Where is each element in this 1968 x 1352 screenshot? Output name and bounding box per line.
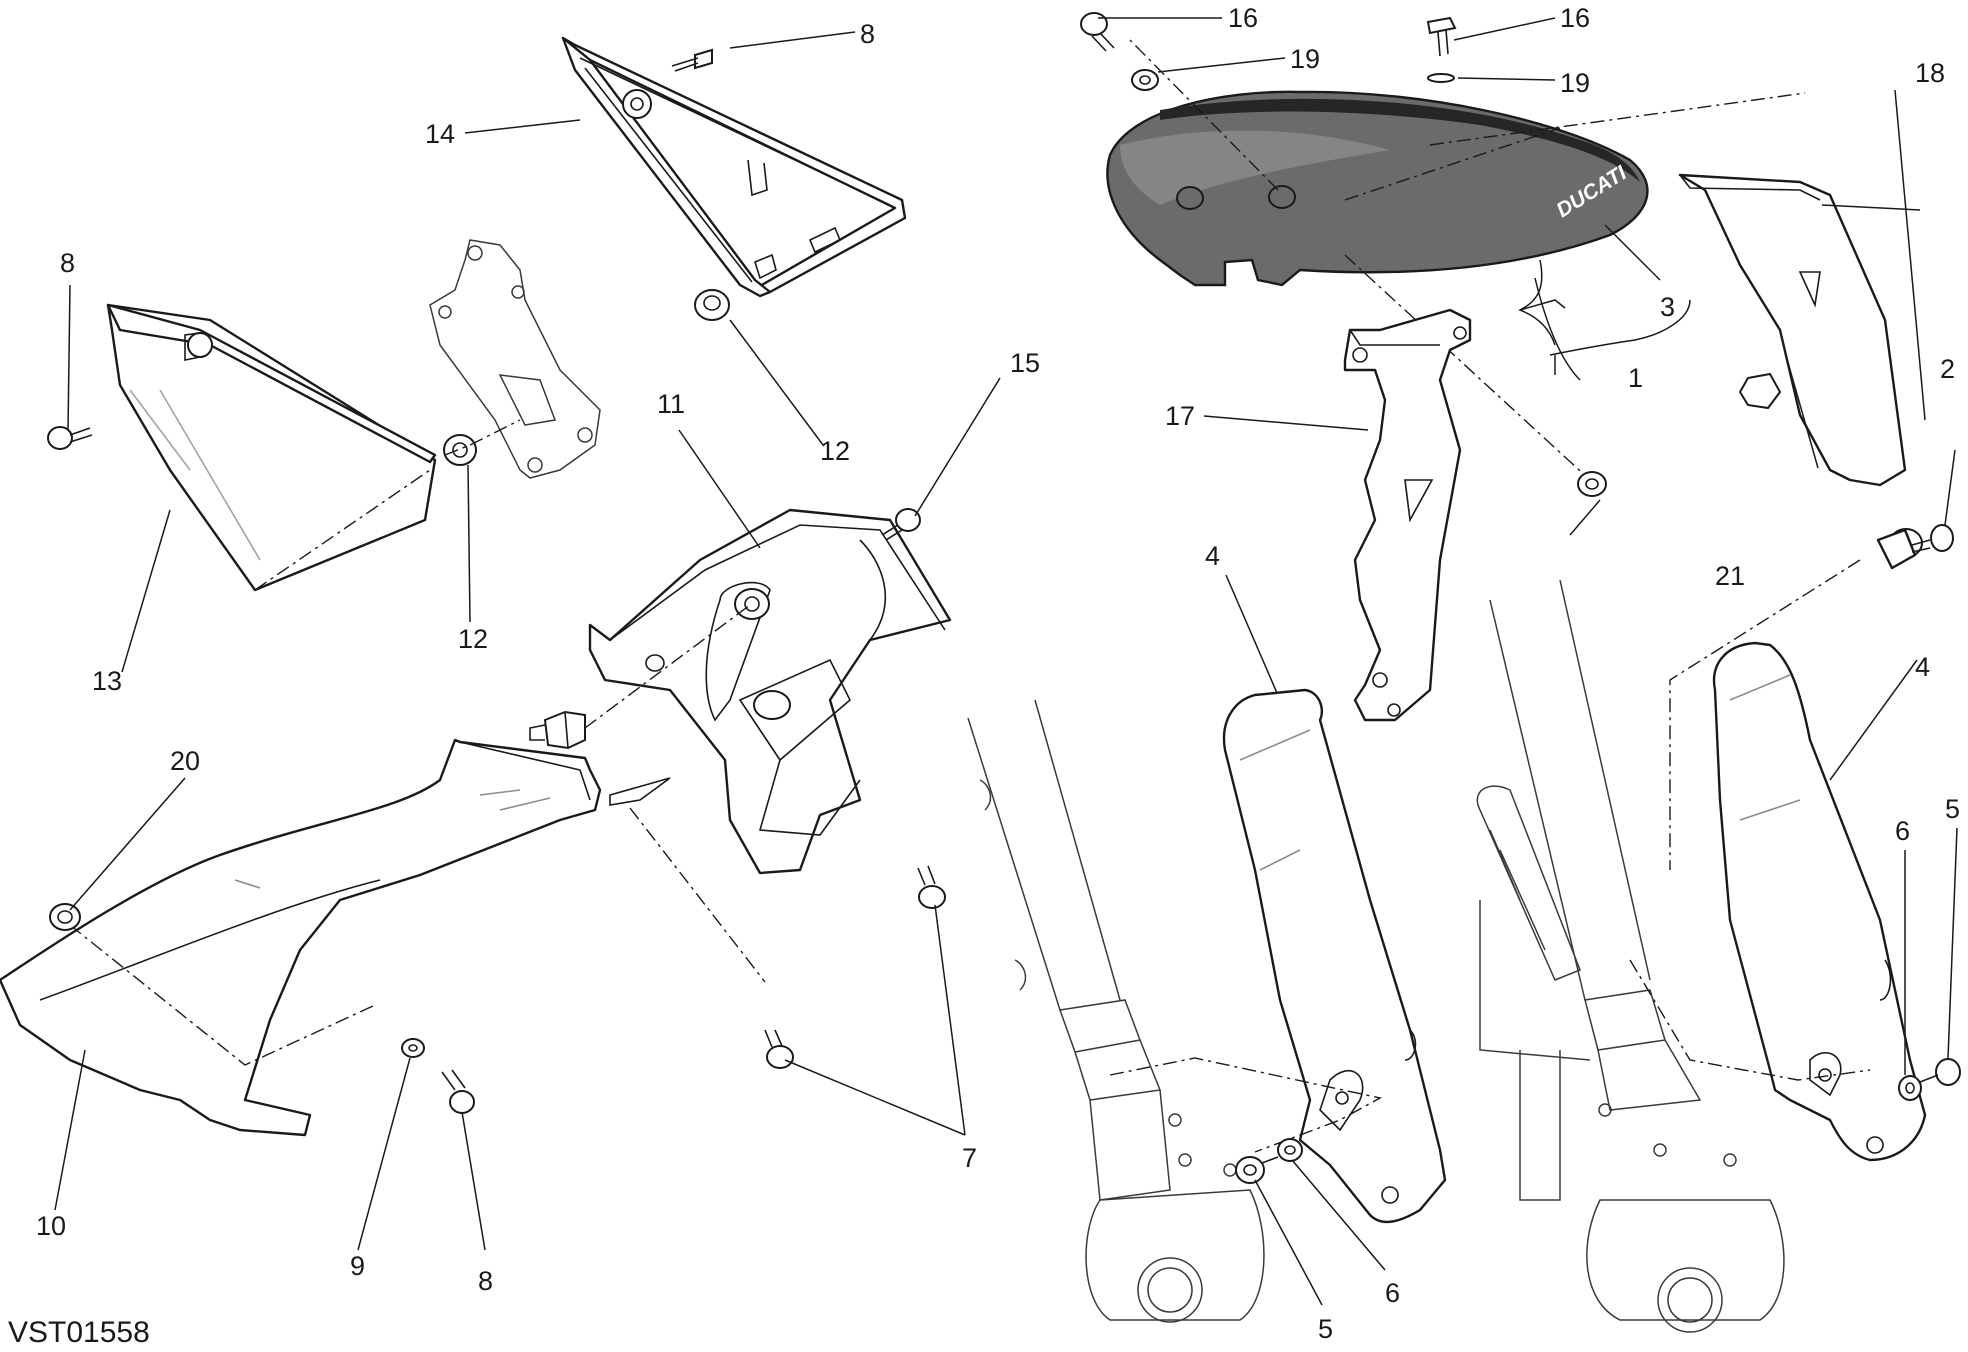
callout-16: 16	[1228, 3, 1258, 33]
screw-8-bottom	[441, 1069, 475, 1114]
spacer-part	[529, 604, 751, 750]
screw-8-top	[671, 48, 713, 72]
callout-1: 1	[1628, 363, 1643, 393]
callout-8: 8	[860, 19, 875, 49]
callout-10: 10	[36, 1211, 66, 1241]
part-21-nut-left	[1577, 471, 1607, 497]
callout-13: 13	[92, 666, 122, 696]
callout-3: 3	[1660, 292, 1675, 322]
leader-lines	[54, 17, 1958, 1306]
callout-9: 9	[350, 1251, 365, 1281]
part-21-nut-right	[1738, 372, 1782, 410]
callout-6: 6	[1385, 1278, 1400, 1308]
screw-16-right	[1426, 16, 1457, 57]
washer-6-right	[1898, 1075, 1922, 1101]
part-17-left-bracket	[1343, 308, 1472, 722]
screw-2	[1911, 524, 1954, 553]
callout-12: 12	[820, 436, 850, 466]
frame-bracket	[429, 239, 601, 479]
callout-19: 19	[1560, 68, 1590, 98]
callout-11: 11	[657, 389, 685, 419]
callout-8: 8	[478, 1266, 493, 1296]
part-13-side-panel	[106, 303, 437, 592]
callout-6: 6	[1895, 816, 1910, 846]
screw-5-left	[1235, 1156, 1279, 1184]
callout-12: 12	[458, 624, 488, 654]
screw-7-a	[917, 865, 946, 909]
part-11-inner-shroud	[588, 508, 952, 875]
callout-4: 4	[1205, 541, 1220, 571]
washer-9	[401, 1038, 425, 1058]
callout-14: 14	[425, 119, 455, 149]
callout-20: 20	[170, 746, 200, 776]
part-10-side-fairing	[0, 738, 766, 1137]
screw-8-left	[47, 426, 93, 450]
callout-15: 15	[1010, 348, 1040, 378]
part-4-right-fork-guard	[1629, 641, 1927, 1162]
part-12-grommet-left	[443, 419, 521, 466]
callout-7: 7	[962, 1143, 977, 1173]
part-18-right-bracket	[1678, 173, 1923, 570]
part-4-left-fork-guard	[1109, 688, 1447, 1224]
callout-4: 4	[1915, 652, 1930, 682]
screw-5-right	[1919, 1058, 1961, 1086]
part-1-group-bracket	[1518, 259, 1691, 375]
washer-19-right	[1427, 73, 1455, 83]
part-14-upper-cover	[561, 36, 907, 298]
part-20-grommet	[49, 903, 81, 931]
callout-8: 8	[60, 248, 75, 278]
screw-15	[881, 508, 921, 541]
part-3-mudguard: DUCATI	[1106, 39, 1806, 481]
screw-7-b	[764, 1029, 794, 1069]
left-fork-ghost	[967, 699, 1265, 1323]
drawing-code: VST01558	[8, 1316, 150, 1349]
washer-19-left	[1131, 69, 1159, 91]
washer-6-left	[1277, 1138, 1303, 1162]
right-fork-ghost	[1476, 579, 1785, 1333]
callout-5: 5	[1945, 794, 1960, 824]
callout-labels: 8 14 8 13 12 12 11 15 20 10 9 8 7 16 19 …	[36, 3, 1960, 1344]
callout-18: 18	[1915, 58, 1945, 88]
callout-17: 17	[1165, 401, 1195, 431]
callout-21: 21	[1715, 561, 1745, 591]
part-12-grommet-upper	[694, 289, 730, 321]
callout-16: 16	[1560, 3, 1590, 33]
callout-5: 5	[1318, 1314, 1333, 1344]
callout-2: 2	[1940, 354, 1955, 384]
callout-19: 19	[1290, 44, 1320, 74]
